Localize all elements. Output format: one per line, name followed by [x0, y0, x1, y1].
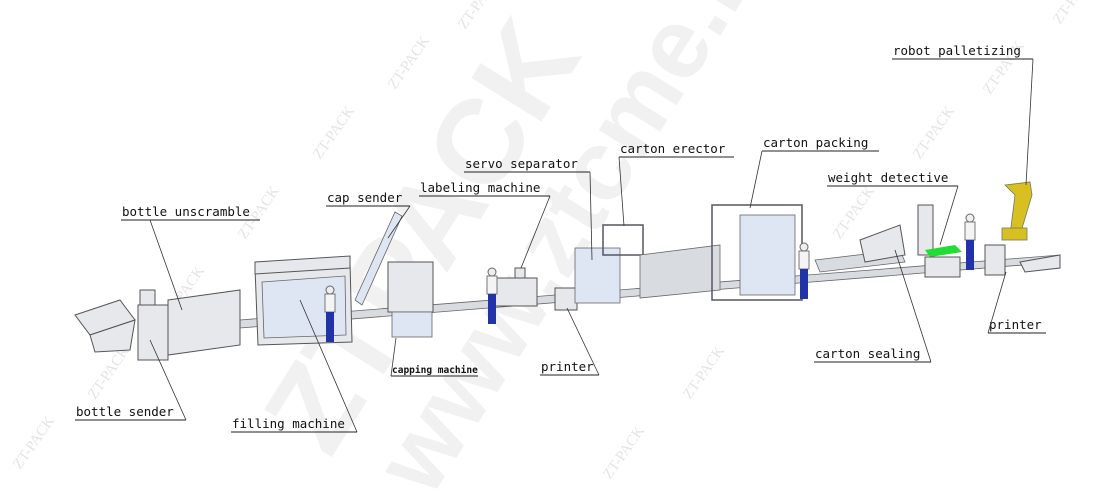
- svg-text:cap sender: cap sender: [327, 190, 403, 205]
- worker: [486, 267, 498, 324]
- weight-detective-machine: [917, 204, 962, 278]
- servo-separator-machine: [574, 224, 721, 304]
- svg-text:carton sealing: carton sealing: [815, 346, 920, 361]
- labeling-machine: [494, 267, 538, 307]
- svg-text:robot palletizing: robot palletizing: [893, 43, 1021, 58]
- svg-text:printer: printer: [989, 317, 1042, 332]
- worker: [964, 213, 976, 270]
- label-bottle-sender: bottle sender: [75, 339, 187, 421]
- bottle-unscramble-machine: [137, 289, 241, 361]
- carton-packing-machine: [711, 204, 803, 301]
- svg-text:bottle sender: bottle sender: [76, 404, 174, 419]
- filling-machine: [254, 255, 353, 346]
- label-servo-separator: servo separator: [464, 156, 593, 261]
- svg-text:carton erector: carton erector: [620, 141, 726, 156]
- bottle-sender-machine: [74, 299, 136, 353]
- svg-text:weight detective: weight detective: [828, 170, 948, 185]
- label-robot-palletizing: robot palletizing: [892, 43, 1034, 186]
- label-cap-sender: cap sender: [326, 190, 411, 239]
- label-printer-1: printer: [540, 307, 600, 376]
- capping-machine: [387, 261, 434, 338]
- printer-1-machine: [554, 287, 578, 311]
- worker: [324, 285, 336, 342]
- svg-text:servo separator: servo separator: [465, 156, 578, 171]
- label-labeling-machine: labeling machine: [419, 180, 551, 269]
- label-bottle-unscramble: bottle unscramble: [121, 204, 260, 311]
- worker: [798, 242, 810, 299]
- workers: [324, 213, 976, 342]
- printer-2-machine: [984, 244, 1006, 276]
- svg-text:filling machine: filling machine: [232, 416, 345, 431]
- label-weight-detective: weight detective: [827, 170, 959, 246]
- svg-text:bottle unscramble: bottle unscramble: [122, 204, 250, 219]
- svg-text:printer: printer: [541, 359, 594, 374]
- svg-text:carton packing: carton packing: [763, 135, 868, 150]
- robot-palletizer: [1001, 181, 1061, 273]
- label-carton-sealing: carton sealing: [814, 249, 932, 363]
- label-carton-erector: carton erector: [618, 141, 734, 227]
- label-carton-packing: carton packing: [749, 135, 879, 209]
- label-printer-2: printer: [987, 271, 1046, 334]
- label-capping-machine: capping machine: [390, 337, 478, 377]
- svg-text:capping machine: capping machine: [392, 365, 478, 376]
- label-filling-machine: filling machine: [231, 299, 358, 433]
- svg-text:labeling machine: labeling machine: [420, 180, 540, 195]
- carton-sealing-machine: [814, 224, 906, 273]
